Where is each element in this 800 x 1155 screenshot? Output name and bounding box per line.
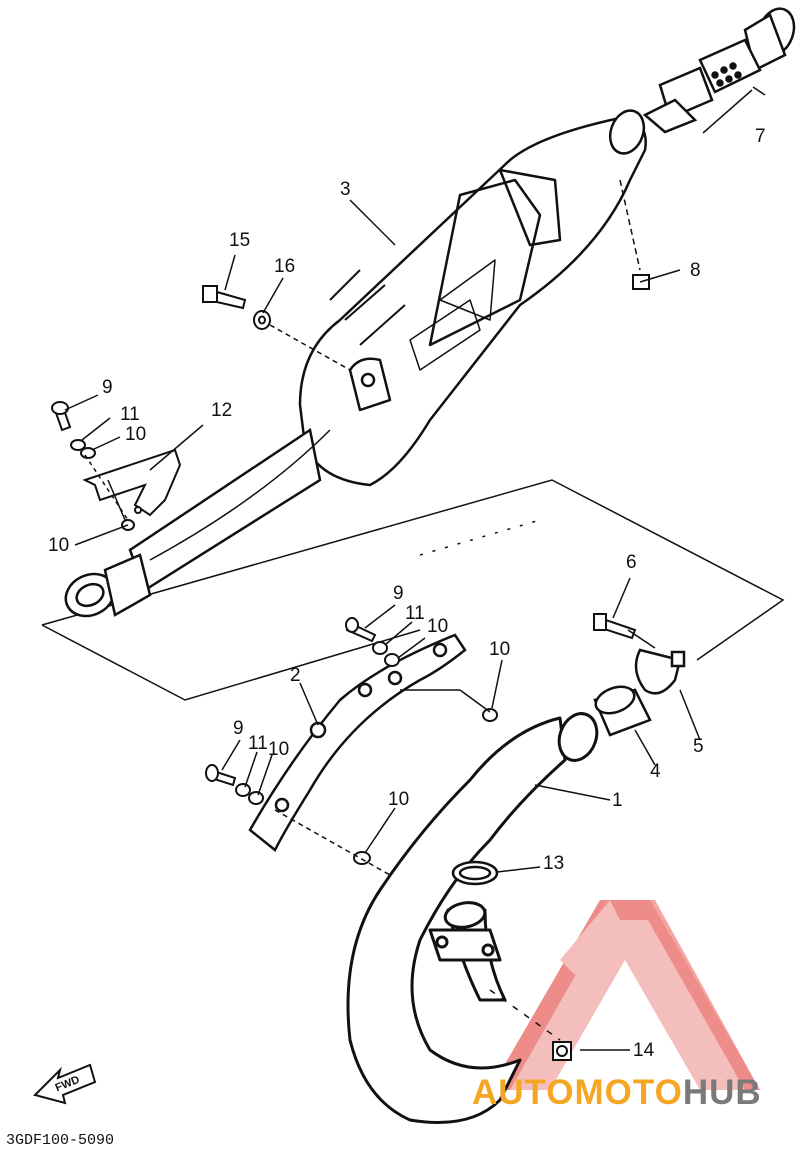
callout-10-f: 10 <box>388 789 410 810</box>
watermark-logo <box>490 900 760 1090</box>
callout-7: 7 <box>755 126 766 147</box>
watermark-text-part1: AUTOMOTO <box>472 1073 683 1112</box>
fasteners <box>51 274 650 1061</box>
gasket-part-13 <box>451 860 499 886</box>
callout-10-b: 10 <box>48 535 70 556</box>
callout-14: 14 <box>633 1040 655 1061</box>
fwd-arrow-icon <box>33 1063 97 1105</box>
callout-12: 12 <box>211 400 233 421</box>
callout-9-lower: 9 <box>233 718 244 739</box>
callout-10-c: 10 <box>427 616 449 637</box>
tail-pipe-part-7 <box>642 7 796 134</box>
callout-9-upper: 9 <box>102 377 113 398</box>
callout-2: 2 <box>290 665 301 686</box>
callout-3: 3 <box>340 179 351 200</box>
callout-10-a: 10 <box>125 424 147 445</box>
callout-11-c: 11 <box>248 733 268 754</box>
callout-9-middle: 9 <box>393 583 404 604</box>
callout-11-a: 11 <box>120 404 140 425</box>
assembly-frame <box>41 479 785 701</box>
bracket-part-2 <box>248 633 467 852</box>
part-code: 3GDF100-5090 <box>6 1132 115 1149</box>
callout-8: 8 <box>690 260 701 281</box>
callout-5: 5 <box>693 736 704 757</box>
joint-part-4 <box>593 685 652 737</box>
callout-1: 1 <box>612 790 623 811</box>
muffler-part-3 <box>298 109 647 487</box>
callout-13: 13 <box>543 853 565 874</box>
callout-16: 16 <box>274 256 296 277</box>
muffler-tube <box>64 427 331 618</box>
leader-lines <box>64 86 766 1051</box>
clamp-part-5 <box>634 648 686 695</box>
exhaust-pipe-part-1 <box>346 712 599 1124</box>
bracket-part-12 <box>82 448 182 521</box>
watermark-text: AUTOMOTOHUB <box>472 1073 762 1113</box>
callout-15: 15 <box>229 230 251 251</box>
callout-11-b: 11 <box>405 603 425 624</box>
callout-4: 4 <box>650 761 661 782</box>
callout-6: 6 <box>626 552 637 573</box>
callout-10-d: 10 <box>489 639 511 660</box>
watermark-text-part2: HUB <box>682 1073 762 1112</box>
callout-10-e: 10 <box>268 739 290 760</box>
